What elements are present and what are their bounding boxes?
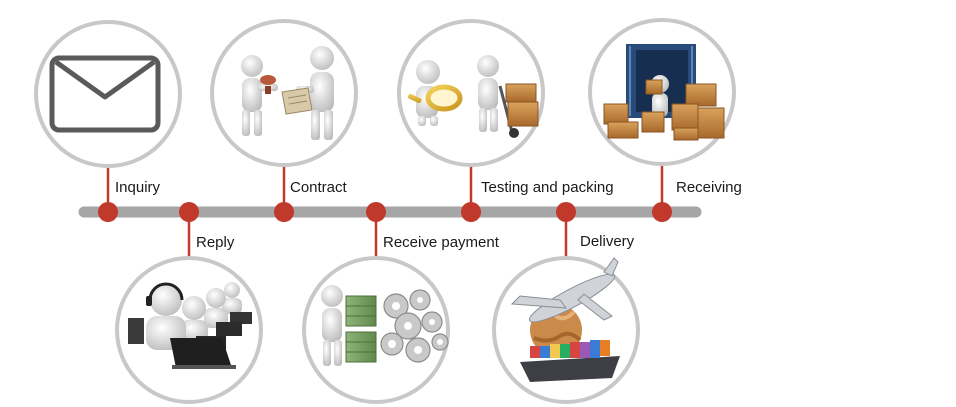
image-circle-testing-and-packing <box>397 19 545 167</box>
magnifier-handtruck-icon <box>408 55 539 138</box>
handshake-contract-icon <box>241 46 334 140</box>
step-label-contract: Contract <box>290 179 348 196</box>
timeline-node-delivery <box>556 202 576 222</box>
timeline-node-testing-and-packing <box>461 202 481 222</box>
step-label-reply: Reply <box>196 234 235 251</box>
step-label-inquiry: Inquiry <box>115 179 161 196</box>
step-label-receiving: Receiving <box>676 179 742 196</box>
step-receive-payment: Receive payment <box>302 202 500 404</box>
step-label-delivery: Delivery <box>580 233 635 250</box>
money-gears-icon <box>321 285 449 366</box>
envelope-icon <box>49 55 161 133</box>
step-receiving: Receiving <box>588 18 742 222</box>
step-label-receive-payment: Receive payment <box>383 234 500 251</box>
timeline-node-inquiry <box>98 202 118 222</box>
step-label-testing-and-packing: Testing and packing <box>481 179 614 196</box>
timeline-node-reply <box>179 202 199 222</box>
step-contract: Contract <box>210 19 358 222</box>
call-center-agents-icon <box>128 282 252 369</box>
container-boxes-icon <box>603 44 725 141</box>
airplane-globe-ship-icon <box>510 257 620 382</box>
step-testing-and-packing: Testing and packing <box>397 19 614 222</box>
step-delivery: Delivery <box>492 202 640 404</box>
timeline-node-receive-payment <box>366 202 386 222</box>
timeline-node-contract <box>274 202 294 222</box>
step-reply: Reply <box>115 202 263 404</box>
timeline-node-receiving <box>652 202 672 222</box>
step-inquiry: Inquiry <box>34 20 182 222</box>
